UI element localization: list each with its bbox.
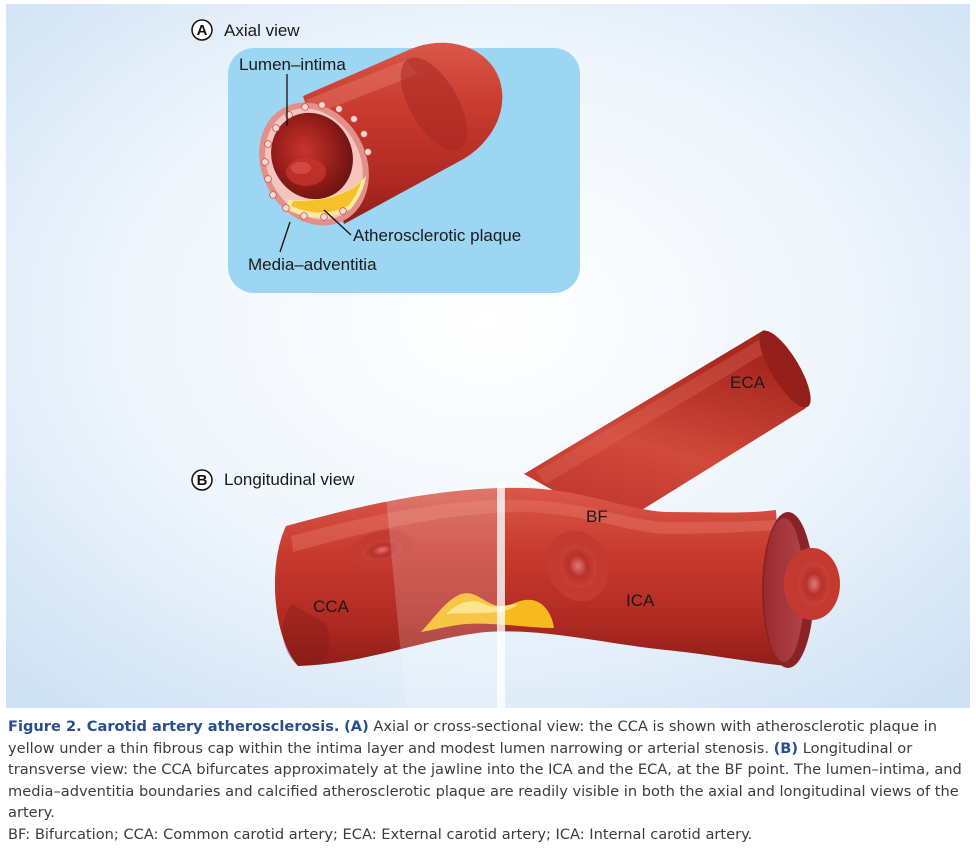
panel-a-letter: A (197, 22, 208, 39)
panel-b-title: Longitudinal view (224, 470, 355, 489)
caption-abbreviations: BF: Bifurcation; CCA: Common carotid art… (8, 824, 970, 846)
lumen-intima-label: Lumen–intima (239, 55, 346, 74)
figure-illustration: A Axial view Lumen–intima (6, 4, 970, 708)
red-blood-cell-3 (784, 548, 840, 620)
caption-b-marker: (B) (774, 740, 798, 757)
caption-title: Figure 2. Carotid artery atherosclerosis… (8, 718, 339, 735)
caption-main: Figure 2. Carotid artery atherosclerosis… (8, 716, 970, 824)
section-plane-shade (386, 482, 506, 708)
media-adventitia-label: Media–adventitia (248, 255, 377, 274)
panel-a-title: Axial view (224, 21, 300, 40)
panel-b-letter: B (197, 472, 208, 489)
plaque-label: Atherosclerotic plaque (353, 226, 521, 245)
cca-label: CCA (313, 597, 350, 616)
section-plane-line (497, 482, 505, 708)
bf-label: BF (586, 507, 608, 526)
eca-label: ECA (730, 373, 766, 392)
ica-label: ICA (626, 591, 655, 610)
artery-diagram: A Axial view Lumen–intima (6, 4, 970, 708)
figure-caption: Figure 2. Carotid artery atherosclerosis… (8, 716, 970, 845)
panel-a-header: A Axial view (192, 20, 300, 40)
caption-a-marker: (A) (344, 718, 369, 735)
